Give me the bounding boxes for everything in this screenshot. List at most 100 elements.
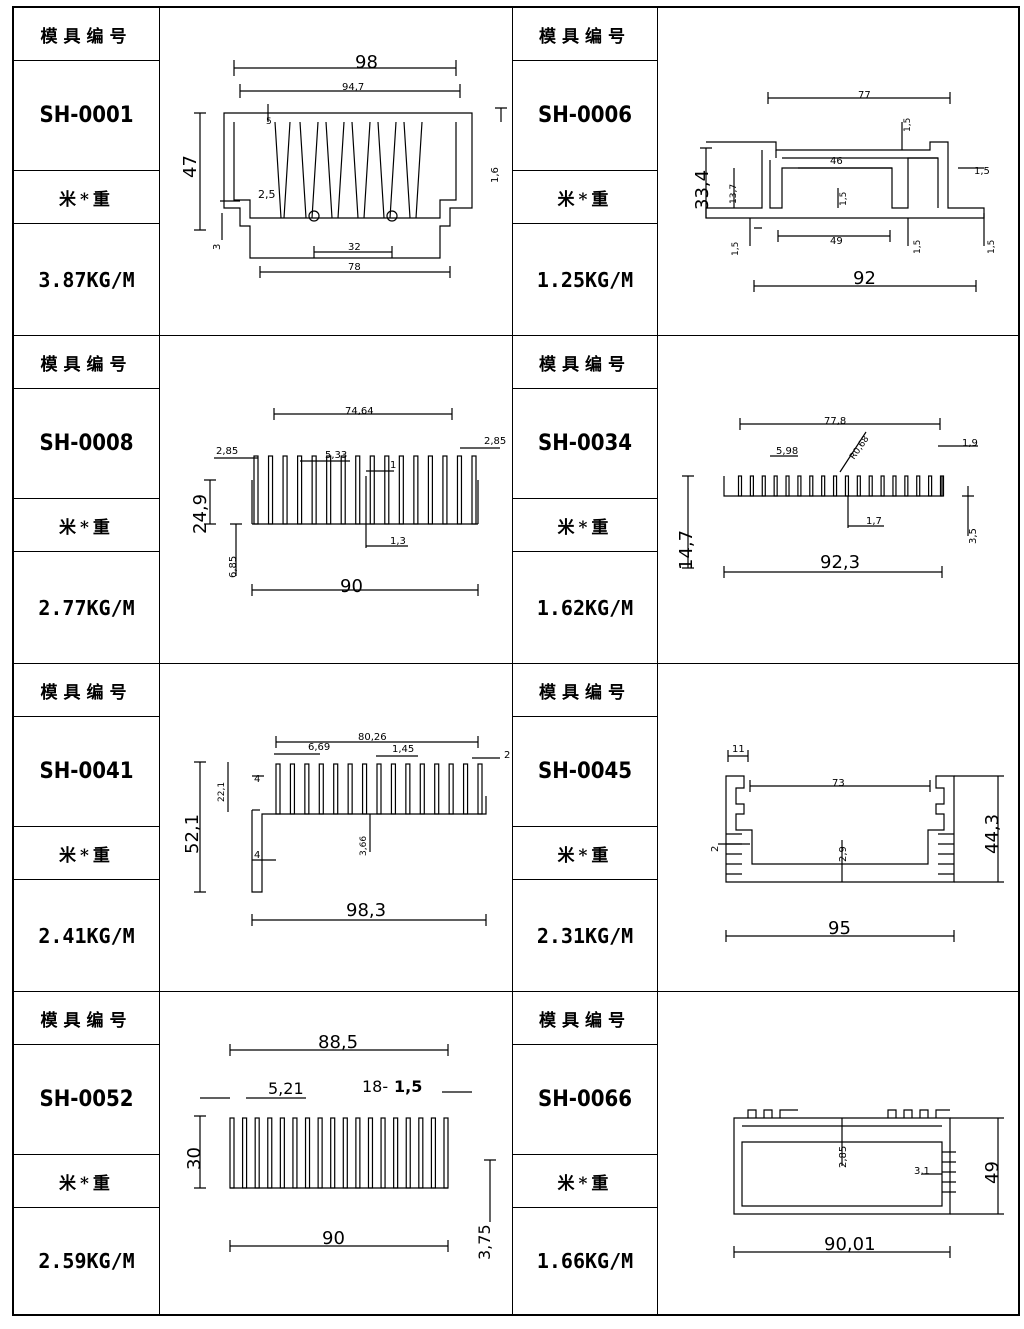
weight-value: 2.31KG/M [536,923,634,948]
profile-drawing-sh-0001: 98 94,7 5 47 2,5 1,6 3 32 78 [160,8,513,336]
fin [856,475,861,497]
dim-80-26: 80,26 [358,732,387,743]
weight-header: 米*重 [14,1155,160,1208]
weight-label: 米*重 [557,517,613,538]
weight-label: 米*重 [557,189,613,210]
dim-1-7: 1,7 [866,516,882,527]
weight-cell: 3.87KG/M [14,224,160,336]
fin [398,455,404,525]
fin [442,455,448,525]
dim-98-3: 98,3 [346,900,386,921]
fin [773,475,778,497]
weight-label: 米*重 [59,189,114,210]
dim-4-a: 4 [254,774,260,785]
dim-1-5-f: 1,5 [987,240,997,254]
mold-no-label: 模具编号 [40,1010,133,1031]
fin [304,1117,311,1189]
dim-3-75: 3,75 [475,1224,494,1260]
dim-46: 46 [830,156,843,167]
fin [892,475,897,497]
mold-code: SH-0006 [537,103,633,128]
fin [761,475,766,497]
fin [443,1117,449,1189]
mold-no-label: 模具编号 [539,26,631,47]
dim-3-1: 3,1 [914,1166,930,1177]
dim-77: 77 [858,90,871,101]
dim-98: 98 [355,52,378,73]
dim-1-5-e: 1,5 [913,240,923,254]
dim-1-5-c: 1,5 [839,192,849,206]
dim-49: 49 [830,236,843,247]
weight-header: 米*重 [14,827,160,880]
fin [749,475,754,497]
dim-5: 5 [266,117,272,127]
profile-drawing-sh-0008: 74,64 2,85 5,33 1 2,85 24,9 1,3 6,85 90 [160,336,513,664]
weight-label: 米*重 [557,845,613,866]
fin [326,455,332,525]
weight-cell: 2.59KG/M [14,1208,160,1314]
fin [361,763,368,815]
dim-3-66: 3,66 [359,836,369,856]
mold-no-header: 模具编号 [513,336,658,389]
dim-5-21: 5,21 [268,1079,304,1098]
fin [297,455,303,525]
dim-13-7: 13,7 [729,184,739,204]
fin [916,475,921,497]
dim-90: 90 [340,576,363,597]
dimension-labels: 2,85 3,1 49 90,01 [824,1146,1003,1255]
fin [419,763,425,815]
fin [471,455,477,525]
dim-52-1: 52,1 [182,814,203,854]
fin [456,455,463,525]
dim-1-5-a: 1,5 [903,118,913,132]
profile-svg [194,1044,496,1252]
mold-no-label: 模具编号 [539,682,631,703]
dim-94-7: 94,7 [342,82,364,93]
weight-header: 米*重 [513,1155,658,1208]
mold-no-label: 模具编号 [40,26,133,47]
fin [797,475,802,497]
mold-no-header: 模具编号 [513,664,658,717]
dim-1: 1 [390,460,396,471]
fin [390,763,397,815]
fin [904,475,909,497]
mold-code: SH-0008 [39,431,134,456]
dim-92-3: 92,3 [820,552,860,573]
fin [333,763,339,815]
fin [340,455,346,525]
fin [427,455,433,525]
fin [342,1117,348,1189]
weight-value: 2.59KG/M [38,1249,135,1273]
fin [289,763,296,815]
mold-code-cell: SH-0006 [513,61,658,171]
mold-code: SH-0001 [39,103,134,128]
fin [430,1117,437,1189]
dim-4-b: 4 [254,850,260,861]
profile-svg [682,418,978,578]
dim-3: 3 [212,244,223,250]
dimension-labels: 98 94,7 5 47 2,5 1,6 3 32 78 [180,52,501,273]
profile-drawing-sh-0034: 77,8 5,98 R0,68 1,9 14,7 1,7 3,5 92,3 [658,336,1020,664]
spec-sheet: 模具编号 SH-0001 米*重 3.87KG/M [12,6,1020,1316]
weight-label: 米*重 [59,845,114,866]
dim-88-5: 88,5 [318,1032,358,1053]
fin [418,1117,424,1189]
fin [880,475,885,497]
mold-code-cell: SH-0001 [14,61,160,171]
fin [413,455,419,525]
fin [448,763,454,815]
fin [229,1117,235,1189]
dim-73: 73 [832,778,845,789]
fin [785,475,790,497]
fin [311,455,317,525]
fin [292,1117,298,1189]
weight-value: 2.77KG/M [38,595,135,620]
mold-code: SH-0041 [39,759,134,784]
weight-label: 米*重 [59,517,114,538]
dim-2: 2 [710,846,721,852]
dimension-labels: 80,26 6,69 1,45 2 4 22,1 52,1 3,66 4 98,… [182,732,510,921]
mold-code: SH-0045 [537,759,633,784]
dim-1-5-d: 1,5 [731,242,741,256]
dim-47: 47 [180,155,201,178]
fin [282,455,288,525]
